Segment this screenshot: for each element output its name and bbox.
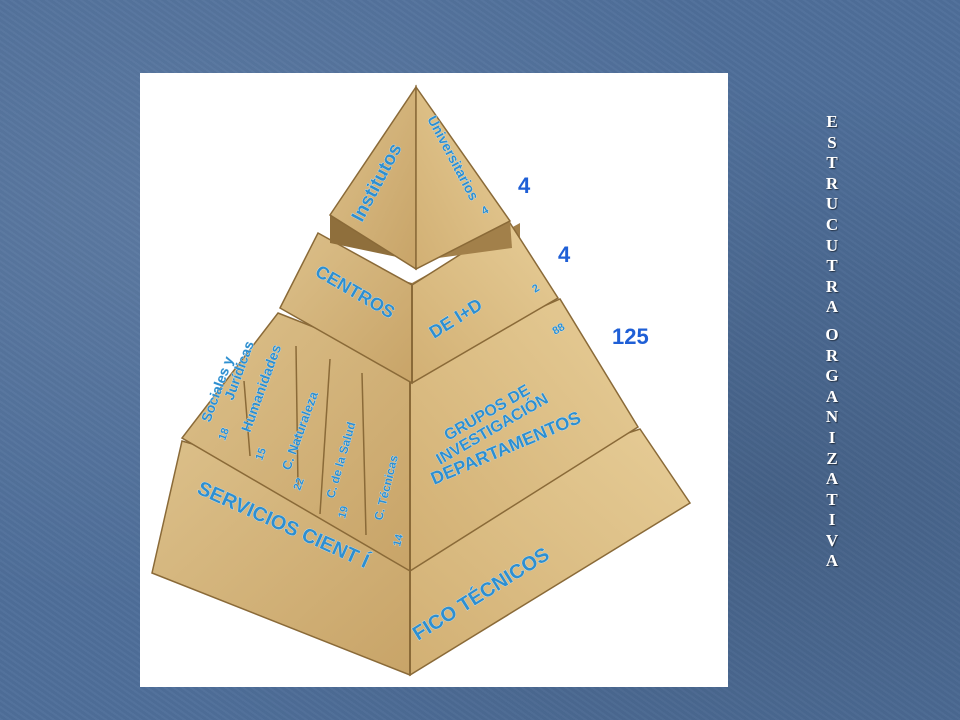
vertical-letter: A: [825, 386, 839, 406]
side-count-institutos: 4: [518, 173, 531, 198]
count-tecnicas: 14: [391, 532, 406, 548]
count-naturaleza: 22: [292, 476, 307, 492]
vertical-spacer: [820, 318, 844, 325]
count-humanidades: 15: [254, 446, 269, 462]
vertical-letter: A: [825, 469, 839, 489]
vertical-letter: T: [826, 153, 838, 173]
vertical-letter: I: [828, 510, 836, 530]
level-second: [279, 221, 560, 385]
vertical-letter: N: [825, 407, 839, 427]
vertical-letter: I: [828, 427, 836, 447]
vertical-letter: S: [827, 132, 837, 152]
vertical-title: E S T R U C U T R A O R G A N I Z A T I …: [820, 112, 844, 572]
vertical-letter: R: [825, 276, 839, 296]
pyramid-panel: Institutos Universitarios 4 CENTROS DE I…: [140, 73, 728, 687]
count-salud: 19: [336, 505, 351, 520]
vertical-letter: R: [825, 345, 839, 365]
vertical-letter: E: [826, 112, 838, 131]
level-top: [328, 84, 512, 271]
vertical-letter: T: [826, 489, 838, 509]
vertical-letter: U: [825, 194, 839, 214]
side-count-grupos: 125: [612, 324, 649, 349]
vertical-letter: R: [825, 173, 839, 193]
vertical-letter: A: [825, 551, 839, 571]
vertical-letter: V: [825, 530, 839, 550]
vertical-letter: T: [826, 256, 838, 276]
vertical-letter: C: [825, 214, 839, 234]
side-count-centros: 4: [558, 242, 571, 267]
vertical-letter: G: [825, 366, 839, 386]
count-sociales: 18: [217, 426, 232, 442]
vertical-letter: Z: [826, 448, 838, 468]
pyramid-diagram: Institutos Universitarios 4 CENTROS DE I…: [151, 84, 692, 677]
vertical-letter: A: [825, 297, 839, 317]
vertical-letter: U: [825, 235, 839, 255]
vertical-letter: O: [825, 324, 839, 344]
count-grupos: 88: [551, 321, 568, 338]
